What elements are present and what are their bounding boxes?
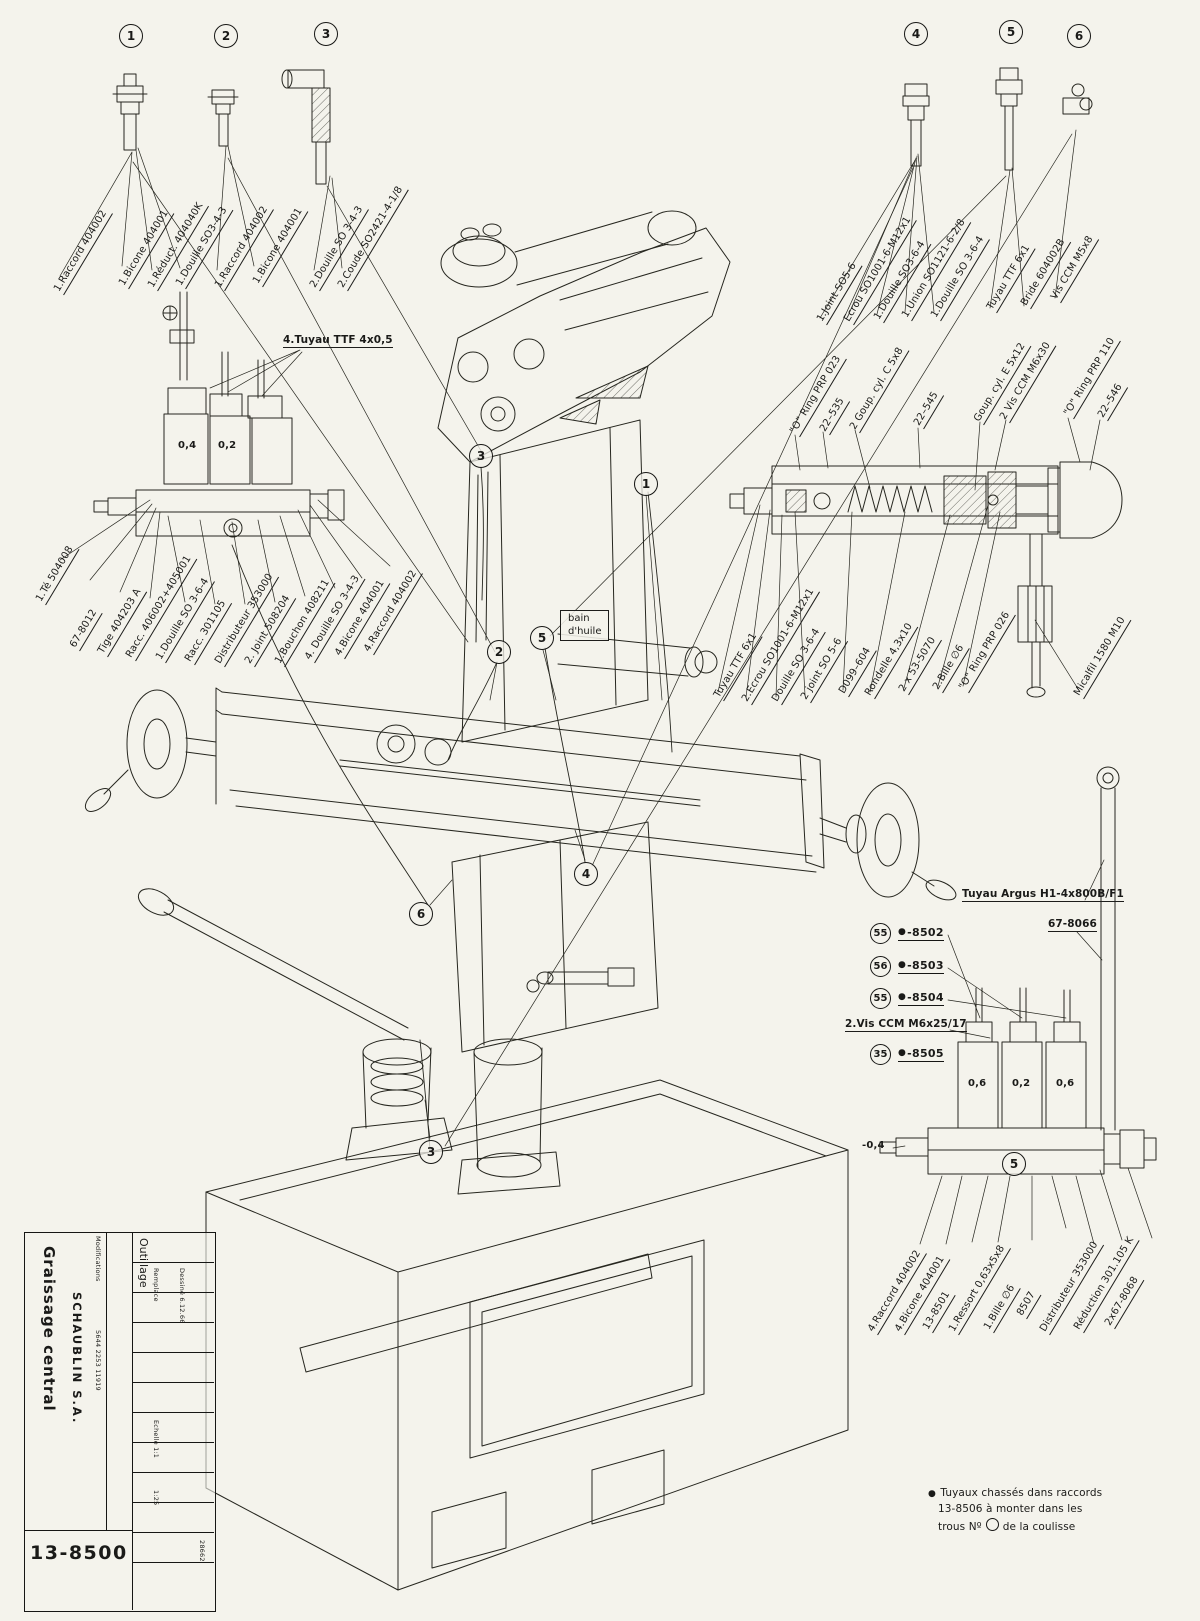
part-row: 55 ●-8502: [870, 923, 944, 944]
title-block-divider: [106, 1232, 108, 1530]
dose-value: 0,6: [968, 1078, 987, 1089]
tube-bullet-icon: ●: [898, 960, 907, 970]
title-block-row-line: [132, 1382, 214, 1383]
title-block-small-text: Echelle 1:1: [152, 1420, 160, 1459]
title-block-divider: [132, 1232, 134, 1610]
title-block-small-text: Remplace: [152, 1268, 160, 1302]
table-assembly: [84, 687, 957, 901]
company-name: SCHAUBLIN S.A.: [70, 1292, 84, 1425]
dose-value: 0,4: [178, 440, 197, 451]
oil-bath-line1: bain: [568, 613, 590, 624]
tube-bullet-icon: ●: [898, 927, 907, 937]
qty-circle: 56: [870, 956, 891, 977]
department-label: Outillage: [137, 1238, 150, 1288]
code-text: -8502: [907, 926, 944, 939]
fitting-icon-1: [112, 73, 148, 151]
qty-circle: 35: [870, 1044, 891, 1065]
title-block: [24, 1232, 216, 1612]
lubrication-tubes: [231, 466, 673, 1151]
dose-value: -0,4: [862, 1140, 885, 1151]
code-text: -8504: [907, 991, 944, 1004]
fitting-icon-5: [995, 67, 1023, 171]
machine-base: [205, 1079, 849, 1591]
vis-label: 2.Vis CCM M6x25/17: [845, 1018, 967, 1032]
tube-bullet-icon: ●: [898, 1048, 907, 1058]
machine-column: [461, 419, 649, 743]
title-block-row-line: [132, 1292, 214, 1293]
callout-circle-6: 6: [1067, 24, 1091, 48]
callout-mark: 1: [634, 472, 658, 496]
cross-section-detail: [729, 461, 1123, 698]
drawing-title: Graissage central: [40, 1246, 58, 1412]
callout-mark: 6: [409, 902, 433, 926]
part-code: ●-8505: [898, 1047, 944, 1062]
drawing-number: 13-8500: [30, 1542, 128, 1564]
part-row: 56 ●-8503: [870, 956, 944, 977]
callout-circle-2: 2: [214, 24, 238, 48]
title-block-row-line: [132, 1352, 214, 1353]
leader-lines: [59, 129, 1153, 1245]
code-text: -8503: [907, 959, 944, 972]
dose-value: 0,2: [218, 440, 237, 451]
callout-mark: 4: [574, 862, 598, 886]
dose-value: 0,2: [1012, 1078, 1031, 1089]
part-code: ●-8504: [898, 991, 944, 1006]
title-block-divider: [24, 1530, 132, 1532]
fitting-icon-6: [1062, 83, 1093, 115]
oil-reservoir: [526, 633, 718, 993]
title-block-row-line: [132, 1412, 214, 1413]
title-block-small-text: 1:25: [152, 1490, 160, 1506]
code-text: -8505: [907, 1047, 944, 1060]
oil-bath-label: bain d'huile: [560, 610, 610, 641]
tube-label: Tuyau Argus H1-4x800B/F1: [962, 888, 1124, 902]
part-code: ●-8502: [898, 926, 944, 941]
footnote: ● Tuyaux chassés dans raccords 13-8506 à…: [928, 1486, 1158, 1535]
machine-head: [437, 210, 731, 463]
ref-label: 67-8066: [1048, 918, 1097, 932]
callout-mark: 3: [469, 444, 493, 468]
tube-label: 4.Tuyau TTF 4x0,5: [283, 334, 393, 348]
fitting-icon-2: [207, 89, 239, 147]
footnote-line2: 13-8506 à monter dans les: [938, 1502, 1083, 1515]
callout-circle-4: 4: [904, 22, 928, 46]
title-block-row-line: [132, 1322, 214, 1323]
title-block-row-line: [132, 1472, 214, 1473]
left-distributor-detail: [93, 291, 345, 538]
title-block-row-line: [132, 1532, 214, 1533]
callout-circle-3: 3: [314, 22, 338, 46]
tube-bullet-icon: ●: [898, 992, 907, 1002]
modifications-values: 5644 2253 11919: [94, 1330, 102, 1391]
callout-circle-5: 5: [999, 20, 1023, 44]
dose-value: 0,6: [1056, 1078, 1075, 1089]
callout-mark: 5: [1002, 1152, 1026, 1176]
tube-bullet-icon: ●: [928, 1489, 936, 1499]
qty-circle: 55: [870, 988, 891, 1009]
title-block-row-line: [132, 1262, 214, 1263]
part-row: 35 ●-8505: [870, 1044, 944, 1065]
part-code: ●-8503: [898, 959, 944, 974]
fitting-icon-4: [902, 83, 930, 167]
knee-assembly: [137, 821, 659, 1195]
title-block-row-line: [132, 1562, 214, 1563]
qty-circle: 55: [870, 923, 891, 944]
title-block-row-line: [132, 1442, 214, 1443]
callout-circle-1: 1: [119, 24, 143, 48]
callout-mark: 5: [530, 626, 554, 650]
part-row: 55 ●-8504: [870, 988, 944, 1009]
callout-mark: 3: [419, 1140, 443, 1164]
fitting-icon-3: [281, 69, 331, 185]
callout-mark: 2: [487, 640, 511, 664]
title-block-small-text: Dessiné 6.12.66: [178, 1268, 186, 1324]
hole-circle-icon: [985, 1517, 999, 1531]
title-block-row-line: [132, 1502, 214, 1503]
footnote-line1: ● Tuyaux chassés dans raccords: [928, 1487, 1103, 1499]
oil-bath-line2: d'huile: [568, 625, 602, 637]
title-block-small-text: 28662: [198, 1540, 206, 1562]
modifications-label: Modifications: [94, 1236, 102, 1282]
